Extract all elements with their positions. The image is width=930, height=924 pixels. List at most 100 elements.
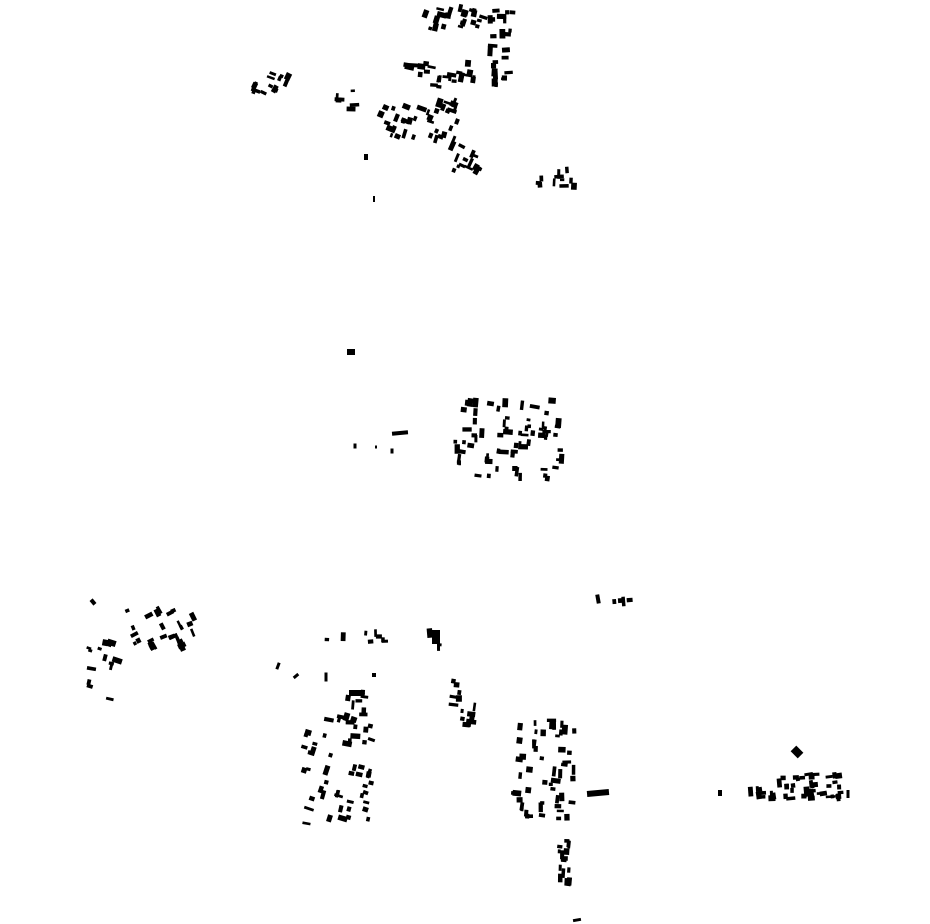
building (355, 771, 363, 778)
building (440, 103, 447, 112)
building (188, 611, 198, 622)
building (363, 695, 369, 699)
building (105, 696, 114, 702)
building (129, 630, 139, 639)
building (560, 850, 565, 860)
building (421, 9, 430, 19)
building (501, 55, 509, 60)
building (390, 105, 396, 111)
building (520, 433, 529, 437)
building (385, 124, 397, 134)
building (487, 46, 493, 57)
building (747, 786, 754, 797)
building (501, 77, 506, 81)
building (510, 790, 521, 796)
building (322, 733, 327, 739)
building (553, 432, 558, 438)
building (538, 813, 546, 818)
building (499, 28, 506, 39)
building (412, 115, 418, 122)
building (401, 128, 408, 139)
building (569, 177, 573, 184)
building (346, 799, 354, 805)
building (515, 756, 524, 763)
building (446, 107, 458, 115)
building (363, 726, 369, 733)
building (497, 432, 504, 438)
building (359, 712, 368, 717)
building (558, 729, 564, 736)
building (282, 76, 291, 88)
building (510, 449, 516, 458)
building (167, 633, 176, 640)
building (374, 629, 377, 637)
building (454, 444, 460, 454)
building (514, 466, 520, 477)
building (250, 87, 261, 94)
building (251, 81, 259, 90)
building (556, 816, 562, 821)
building (836, 793, 841, 802)
building (86, 666, 97, 672)
building (362, 800, 370, 805)
building (426, 119, 435, 125)
building-isolated (718, 790, 722, 796)
building (426, 628, 433, 639)
building (346, 106, 356, 112)
building (446, 6, 454, 16)
building (518, 430, 523, 436)
building (362, 789, 369, 796)
building-isolated (364, 154, 368, 160)
building (447, 140, 457, 152)
building-isolated (89, 598, 97, 606)
building (442, 75, 451, 79)
building (555, 417, 562, 429)
building (556, 809, 564, 813)
building (350, 733, 361, 740)
building (786, 796, 796, 801)
building-isolated (275, 662, 281, 670)
building (826, 784, 832, 788)
building (383, 120, 391, 126)
building (453, 439, 458, 444)
building (537, 432, 546, 439)
building (810, 784, 815, 789)
building (458, 461, 462, 466)
building (504, 416, 510, 420)
building (476, 18, 483, 23)
building-isolated (595, 594, 601, 604)
building (462, 156, 469, 163)
building (457, 143, 466, 150)
building (345, 694, 351, 702)
building (769, 790, 774, 801)
building (760, 790, 767, 795)
building (303, 805, 315, 812)
building (530, 430, 536, 437)
building (799, 775, 806, 780)
building (550, 786, 556, 791)
building (417, 71, 423, 78)
building (87, 648, 93, 653)
building (492, 8, 500, 13)
building (460, 9, 469, 17)
building (457, 24, 464, 29)
building (539, 756, 545, 761)
building (533, 745, 538, 752)
building (502, 428, 513, 435)
building (347, 738, 352, 744)
building (542, 429, 551, 434)
building (365, 816, 371, 822)
building (355, 699, 363, 703)
building (544, 475, 551, 482)
building (457, 3, 464, 13)
building (353, 724, 358, 730)
building (423, 60, 430, 67)
building (473, 154, 479, 159)
building (558, 864, 562, 871)
building-isolated (324, 672, 328, 682)
building (155, 605, 163, 615)
building (323, 779, 329, 785)
building (825, 795, 836, 799)
building (471, 75, 476, 84)
building (350, 89, 355, 93)
